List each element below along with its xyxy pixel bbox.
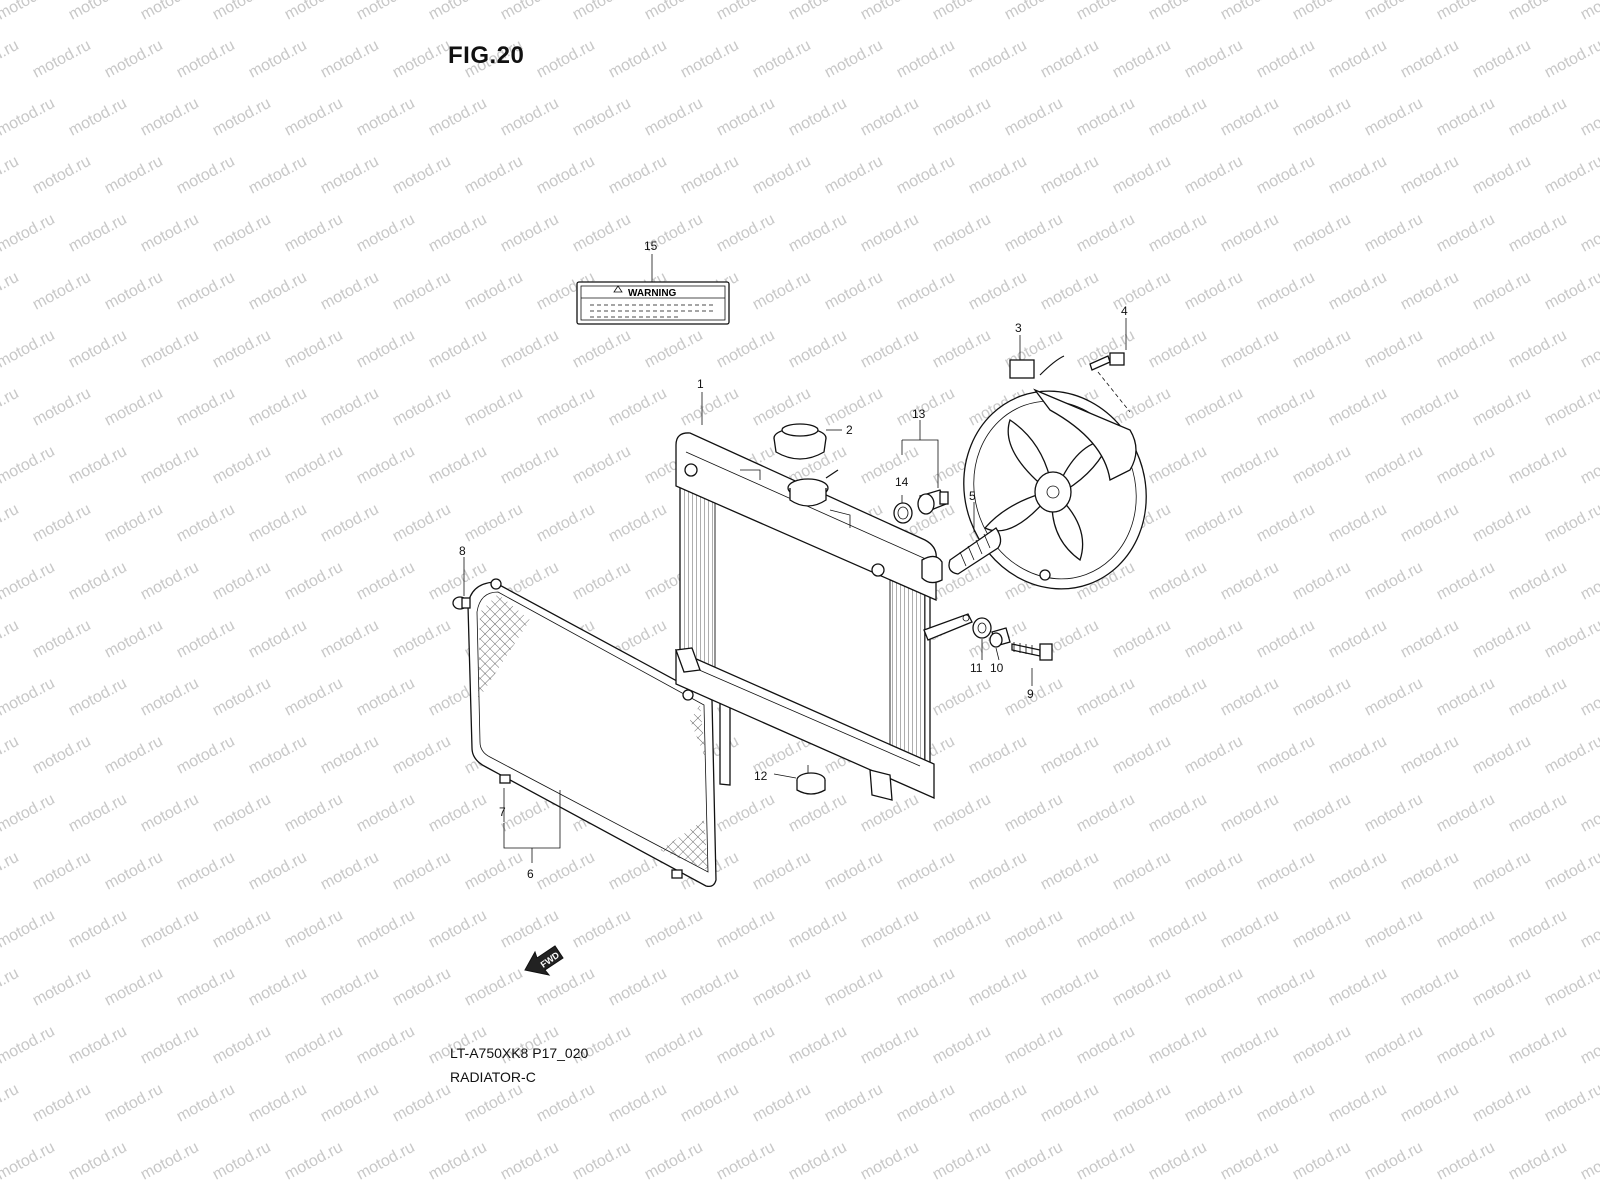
callout-14: 14 [895, 475, 909, 489]
mounting-collar [989, 627, 1011, 648]
callout-7: 7 [499, 805, 506, 819]
radiator-core [675, 432, 973, 801]
fwd-arrow-icon: FWD [524, 945, 564, 976]
callout-labels: 1 2 3 4 5 6 7 8 9 10 11 12 13 14 15 [459, 239, 1128, 881]
fan-mounting-bolt [1089, 352, 1131, 413]
callout-11: 11 [970, 661, 983, 675]
callout-4: 4 [1121, 304, 1128, 318]
callout-3: 3 [1015, 321, 1022, 335]
warning-label-text: WARNING [628, 288, 677, 299]
callout-12: 12 [754, 769, 768, 783]
callout-1: 1 [697, 377, 704, 391]
callout-6: 6 [527, 867, 534, 881]
radiator-cap [773, 423, 827, 460]
mounting-bolt [1011, 642, 1053, 661]
temperature-switch [917, 489, 949, 515]
mounting-grommet [972, 617, 992, 639]
warning-label: WARNING [576, 281, 730, 325]
callout-leaders [463, 254, 1127, 863]
warning-triangle-icon [613, 285, 623, 293]
fan-thermo-switch [948, 527, 1002, 575]
callout-5: 5 [969, 489, 976, 503]
cooling-fan-assembly [963, 355, 1147, 590]
o-ring [893, 502, 913, 524]
model-code: LT-A750XK8 P17_020 [450, 1045, 589, 1061]
callout-8: 8 [459, 544, 466, 558]
drain-grommet [796, 765, 826, 795]
callout-9: 9 [1027, 687, 1034, 701]
figure-title: FIG.20 [448, 42, 525, 69]
callout-13: 13 [912, 407, 926, 421]
assembly-name: RADIATOR-C [450, 1069, 536, 1085]
callout-10: 10 [990, 661, 1004, 675]
callout-15: 15 [644, 239, 658, 253]
guard-cushion [452, 596, 471, 610]
callout-2: 2 [846, 423, 853, 437]
radiator-guard [467, 578, 717, 888]
